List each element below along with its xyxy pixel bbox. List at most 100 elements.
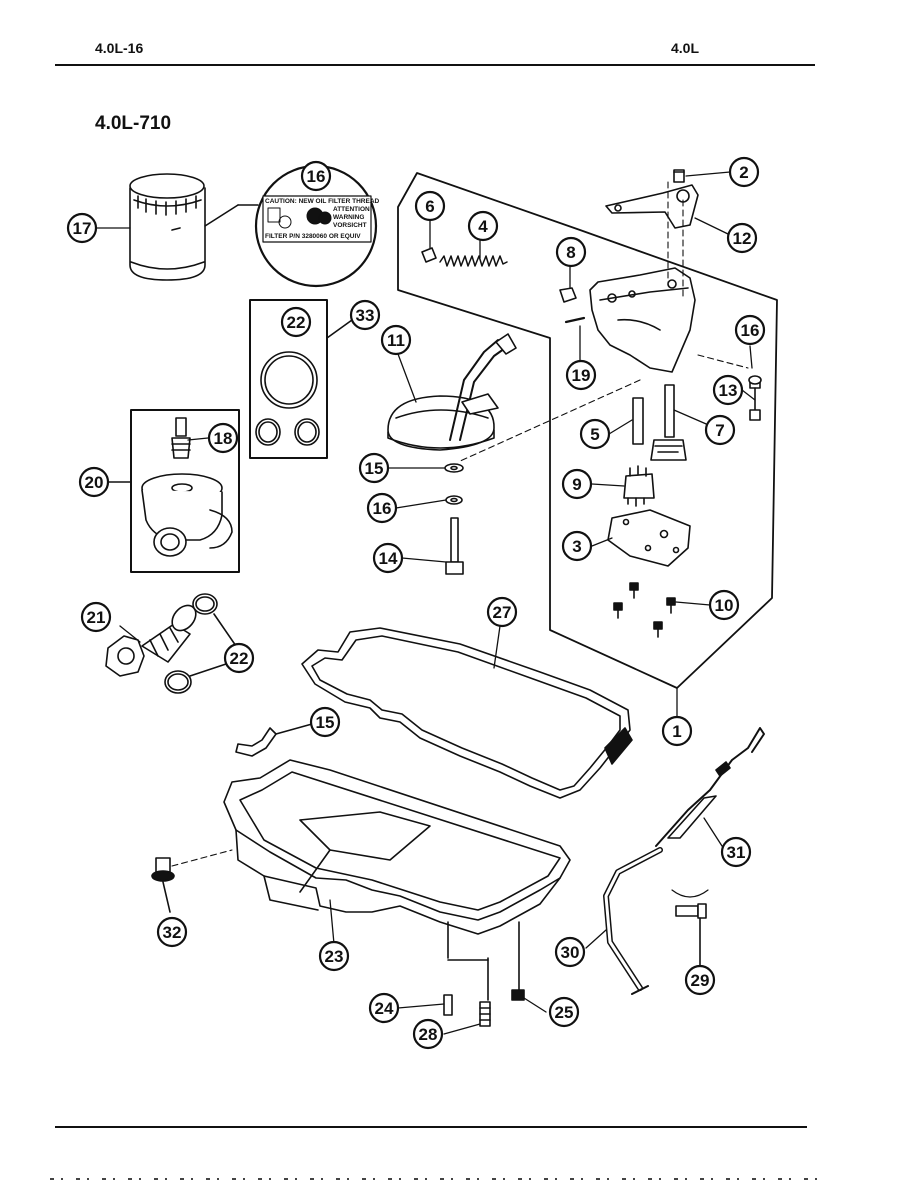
callout-20: 20 [78,466,110,498]
svg-text:2: 2 [739,163,748,182]
svg-text:20: 20 [85,473,104,492]
svg-text:15: 15 [316,713,335,732]
header-left-text: 4.0L-16 [95,40,144,56]
svg-text:24: 24 [375,999,394,1018]
svg-text:10: 10 [715,596,734,615]
header-right-text: 4.0L [671,40,700,56]
svg-text:29: 29 [691,971,710,990]
filter-part-text: FILTER P/N 3280060 OR EQUIV [265,233,361,240]
oil-pump-body [559,267,696,373]
bypass-valve [105,593,237,694]
callout-17: 17 [66,212,98,244]
callout-15-top: 15 [358,452,390,484]
svg-text:23: 23 [325,947,344,966]
svg-text:16: 16 [373,499,392,518]
leader-lines [94,171,756,1035]
callout-27: 27 [486,596,518,628]
callout-9: 9 [561,468,593,500]
callout-29: 29 [684,964,716,996]
callout-22-valve: 22 [223,642,255,674]
svg-text:19: 19 [572,366,591,385]
pump-cover-plate [605,169,699,229]
scan-artifact-dots [50,1178,830,1180]
svg-text:16: 16 [307,167,326,186]
oil-pan-gasket [301,627,633,799]
gasket-kit-box [249,299,353,459]
callout-30: 30 [554,936,586,968]
header-rule [55,64,815,66]
callout-18: 18 [207,422,239,454]
pan-clip [235,723,313,757]
svg-text:32: 32 [163,923,182,942]
callout-3: 3 [561,530,593,562]
callout-6: 6 [414,190,446,222]
dipstick-fitting [675,903,707,967]
dipstick-assembly [603,727,765,995]
svg-text:8: 8 [566,243,575,262]
svg-text:33: 33 [356,306,375,325]
vorsicht-text: VORSICHT [333,222,367,229]
callout-11: 11 [380,324,412,356]
svg-text:22: 22 [230,649,249,668]
svg-text:17: 17 [73,219,92,238]
callouts: 1 2 3 4 5 6 7 8 9 10 11 12 13 14 15 15 1… [66,156,766,1050]
callout-33: 33 [349,299,381,331]
figure-title: 4.0L-710 [95,113,172,134]
svg-text:3: 3 [572,537,581,556]
attention-text: ATTENTION [333,206,370,213]
callout-10: 10 [708,589,740,621]
svg-text:30: 30 [561,943,580,962]
pan-bolts [443,921,525,1027]
pump-pickup-plate [607,509,691,567]
filter-adapter-box [107,409,240,573]
svg-text:22: 22 [287,313,306,332]
relief-spring [421,247,508,267]
svg-text:16: 16 [741,321,760,340]
svg-text:11: 11 [387,331,405,350]
svg-text:5: 5 [590,425,599,444]
alignment-lines [457,181,749,463]
oil-pickup-screen [387,333,517,451]
footer-rule [55,1126,807,1128]
drain-plug [151,849,233,913]
caution-label-detail: CAUTION: NEW OIL FILTER THREAD ATTENTION… [204,164,380,288]
callout-16-right: 16 [734,314,766,346]
svg-text:31: 31 [727,843,746,862]
oil-pan [223,759,571,935]
svg-text:6: 6 [425,197,434,216]
svg-text:15: 15 [365,459,384,478]
callout-19: 19 [565,359,597,391]
svg-text:25: 25 [555,1003,574,1022]
svg-text:27: 27 [493,603,512,622]
callout-16-middle: 16 [366,492,398,524]
pump-shafts-gears [623,384,687,507]
callout-31: 31 [720,836,752,868]
callout-21: 21 [80,601,112,633]
svg-text:21: 21 [87,608,106,627]
callout-22-box: 22 [280,306,312,338]
callout-2: 2 [728,156,760,188]
svg-text:4: 4 [478,217,488,236]
callout-14: 14 [372,542,404,574]
callout-16-top: 16 [300,160,332,192]
svg-text:14: 14 [379,549,398,568]
pump-stud-and-nut [748,375,762,421]
svg-text:7: 7 [715,421,724,440]
svg-text:18: 18 [214,429,233,448]
pickup-fasteners [444,463,464,575]
callout-28: 28 [412,1018,444,1050]
callout-32: 32 [156,916,188,948]
callout-4: 4 [467,210,499,242]
callout-24: 24 [368,992,400,1024]
callout-1: 1 [661,715,693,747]
callout-13: 13 [712,374,744,406]
pump-bolts [613,582,676,638]
callout-23: 23 [318,940,350,972]
oil-filter [129,173,206,281]
svg-text:12: 12 [733,229,752,248]
callout-5: 5 [579,418,611,450]
caution-text: CAUTION: NEW OIL FILTER THREAD [265,198,380,205]
callout-25: 25 [548,996,580,1028]
svg-text:9: 9 [572,475,581,494]
warning-text: WARNING [333,214,364,221]
